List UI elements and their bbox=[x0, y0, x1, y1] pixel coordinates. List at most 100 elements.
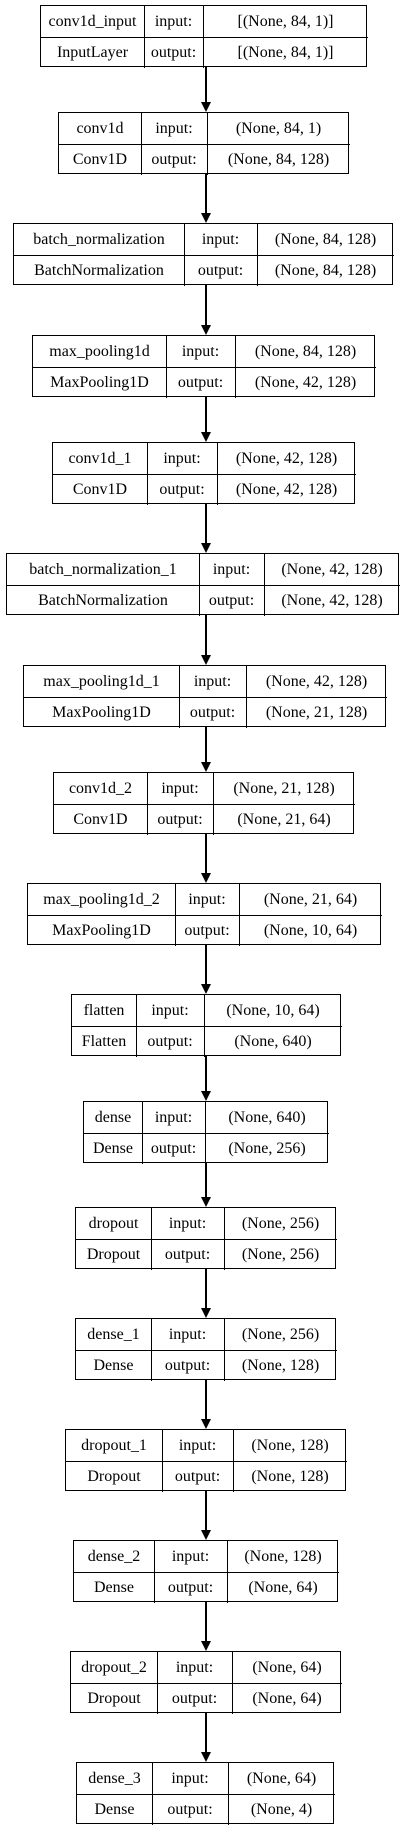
output-shape: (None, 42, 128) bbox=[281, 591, 383, 609]
output-label: output: bbox=[157, 810, 203, 828]
row-divider bbox=[7, 585, 400, 587]
arrowhead-icon bbox=[201, 543, 211, 553]
input-shape: (None, 84, 1) bbox=[235, 119, 322, 137]
input-shape: (None, 21, 128) bbox=[233, 779, 335, 797]
output-label: output: bbox=[167, 1578, 214, 1596]
layer-type: Dropout bbox=[87, 1467, 141, 1485]
row-divider bbox=[66, 1461, 347, 1463]
row-divider bbox=[84, 1133, 329, 1135]
row-divider bbox=[41, 37, 368, 39]
output-shape: (None, 128) bbox=[251, 1467, 329, 1485]
input-label: input: bbox=[181, 342, 220, 360]
input-shape: [(None, 84, 1)] bbox=[237, 12, 334, 30]
layer-name: dense_1 bbox=[87, 1325, 140, 1343]
arrowhead-icon bbox=[201, 873, 211, 883]
connector-arrow bbox=[205, 504, 207, 544]
connector-arrow bbox=[205, 1269, 207, 1309]
output-label: output: bbox=[150, 43, 197, 61]
layer-name: conv1d_2 bbox=[68, 779, 133, 797]
output-shape: (None, 64) bbox=[248, 1578, 318, 1596]
layer-type: Flatten bbox=[81, 1032, 127, 1050]
input-label: input: bbox=[193, 672, 232, 690]
connector-arrow bbox=[205, 174, 207, 214]
output-shape: (None, 64) bbox=[252, 1689, 322, 1707]
input-shape: (None, 84, 128) bbox=[254, 342, 357, 360]
input-shape: (None, 128) bbox=[244, 1547, 322, 1565]
layer-type: Dense bbox=[94, 1578, 134, 1596]
output-label: output: bbox=[189, 703, 236, 721]
connector-arrow bbox=[205, 1491, 207, 1531]
row-divider bbox=[24, 697, 387, 699]
output-shape: (None, 84, 128) bbox=[274, 261, 377, 279]
output-label: output: bbox=[159, 480, 205, 498]
output-label: output: bbox=[167, 1800, 213, 1818]
layer-type: InputLayer bbox=[56, 43, 129, 61]
connector-arrow bbox=[205, 945, 207, 985]
output-shape: (None, 128) bbox=[241, 1356, 320, 1374]
row-divider bbox=[72, 1026, 342, 1028]
output-shape: (None, 21, 128) bbox=[265, 703, 368, 721]
arrowhead-icon bbox=[201, 1641, 211, 1651]
output-label: output: bbox=[164, 1245, 211, 1263]
arrowhead-icon bbox=[201, 1419, 211, 1429]
connector-arrow bbox=[205, 727, 207, 763]
arrowhead-icon bbox=[201, 325, 211, 335]
output-shape: [(None, 84, 1)] bbox=[237, 43, 334, 61]
row-divider bbox=[53, 474, 356, 476]
output-label: output: bbox=[171, 1689, 218, 1707]
connector-arrow bbox=[205, 1056, 207, 1092]
output-shape: (None, 256) bbox=[241, 1245, 320, 1263]
layer-type: Dense bbox=[93, 1356, 134, 1374]
layer-type: Conv1D bbox=[73, 810, 128, 828]
layer-name: max_pooling1d bbox=[49, 342, 150, 360]
input-label: input: bbox=[212, 560, 251, 578]
output-label: output: bbox=[208, 591, 255, 609]
input-shape: (None, 128) bbox=[251, 1436, 329, 1454]
layer-type: Dropout bbox=[87, 1689, 141, 1707]
input-label: input: bbox=[171, 1769, 209, 1787]
input-label: input: bbox=[161, 779, 199, 797]
output-shape: (None, 256) bbox=[228, 1139, 306, 1157]
input-shape: (None, 256) bbox=[241, 1325, 320, 1343]
layer-name: max_pooling1d_2 bbox=[43, 890, 160, 908]
input-label: input: bbox=[188, 890, 226, 908]
output-label: output: bbox=[174, 1467, 221, 1485]
layer-name: dense bbox=[94, 1108, 132, 1126]
output-shape: (None, 10, 64) bbox=[263, 921, 358, 939]
arrowhead-icon bbox=[201, 102, 211, 112]
layer-name: dense_2 bbox=[87, 1547, 141, 1565]
input-shape: (None, 10, 64) bbox=[226, 1001, 320, 1019]
layer-name: dropout_1 bbox=[81, 1436, 147, 1454]
row-divider bbox=[74, 1572, 339, 1574]
input-label: input: bbox=[171, 1547, 210, 1565]
input-label: input: bbox=[168, 1214, 207, 1232]
connector-arrow bbox=[205, 1602, 207, 1642]
output-label: output: bbox=[177, 373, 224, 391]
input-shape: (None, 42, 128) bbox=[265, 672, 368, 690]
connector-arrow bbox=[205, 615, 207, 656]
input-label: input: bbox=[168, 1325, 207, 1343]
layer-name: max_pooling1d_1 bbox=[43, 672, 160, 690]
output-shape: (None, 42, 128) bbox=[235, 480, 338, 498]
row-divider bbox=[54, 804, 355, 806]
row-divider bbox=[76, 1239, 337, 1241]
arrowhead-icon bbox=[201, 1308, 211, 1318]
row-divider bbox=[33, 367, 376, 369]
connector-arrow bbox=[205, 1163, 207, 1198]
connector-arrow bbox=[205, 834, 207, 874]
input-shape: (None, 84, 128) bbox=[274, 230, 377, 248]
layer-name: conv1d_1 bbox=[68, 449, 132, 467]
input-shape: (None, 640) bbox=[228, 1108, 306, 1126]
